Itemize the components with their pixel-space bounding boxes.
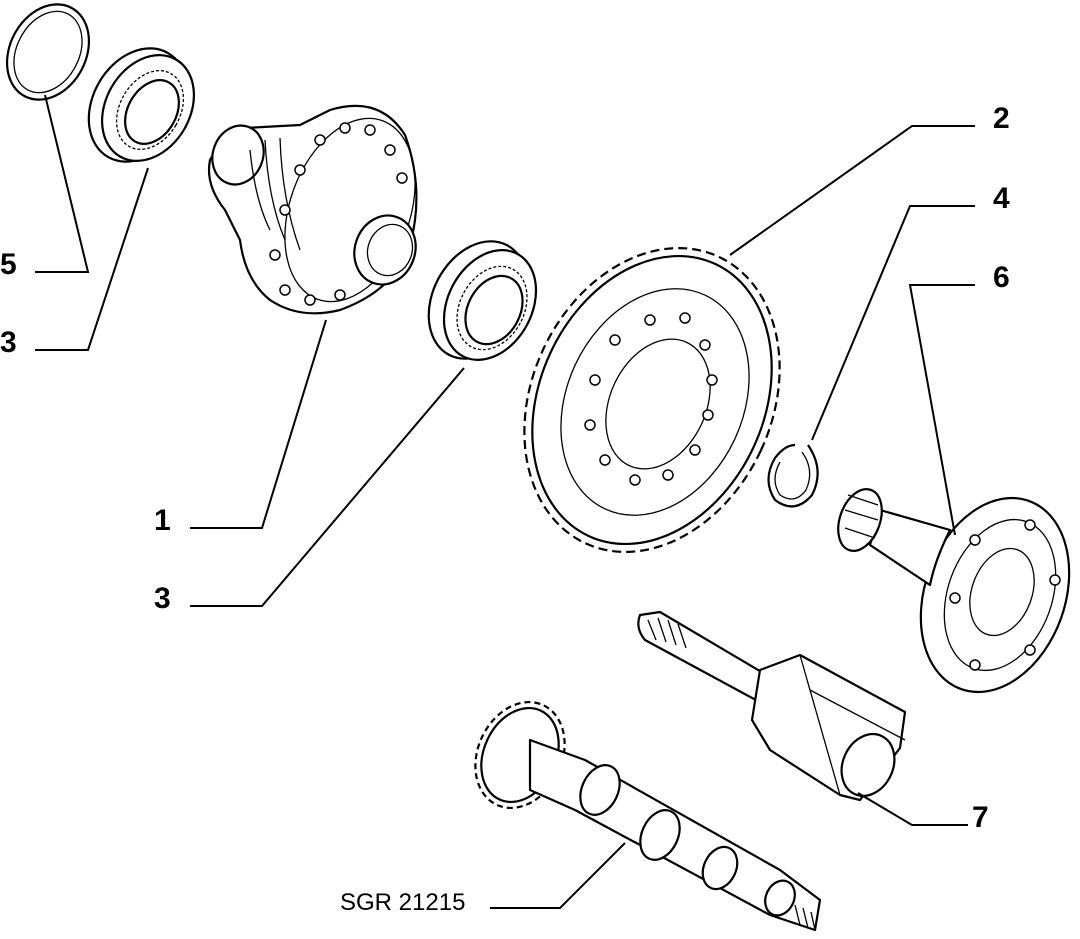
callout-3-middle: 3 [154,582,171,615]
bearing-part-3-top [87,47,196,163]
leader-line-6 [908,284,975,536]
circlip-part-4 [767,443,819,508]
callout-7: 7 [972,801,989,834]
crown-gear-part-2 [523,246,781,554]
callout-1: 1 [154,504,171,537]
leader-line-3-top [35,167,149,351]
leader-line-3-middle [190,367,465,607]
main-shaft [474,700,822,932]
callout-4: 4 [993,182,1010,215]
leader-lines [35,94,975,909]
bearing-part-3-middle [427,240,538,361]
leader-line-ref [490,842,626,909]
flanged-shaft-part-6 [837,488,1071,694]
tripod-shaft-part-7 [637,610,907,802]
callout-3-top: 3 [0,326,17,359]
callout-5: 5 [0,248,17,281]
seal-ring-part-5 [5,3,91,101]
leader-line-4 [811,205,975,441]
differential-housing-part-1 [207,104,418,315]
leader-line-5 [35,94,90,273]
callout-2: 2 [993,102,1010,135]
drawing-reference-code: SGR 21215 [340,889,465,916]
leader-line-7 [857,792,968,826]
leader-line-2 [729,125,975,256]
leader-line-1 [190,319,327,529]
callout-6: 6 [993,261,1010,294]
